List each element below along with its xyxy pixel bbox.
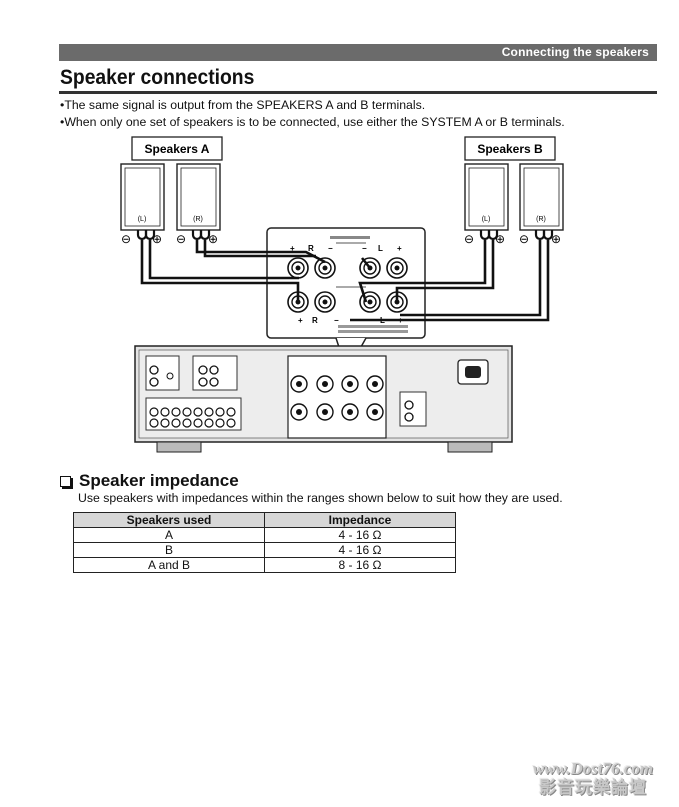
speaker-terminal-symbols: ⊖ ⊕ ⊖ ⊕ ⊖ ⊕ ⊖ ⊕ bbox=[121, 232, 561, 246]
speakers-a-label: Speakers A bbox=[145, 142, 210, 156]
table-cell: 4 - 16 Ω bbox=[264, 542, 456, 558]
plus-terminal-icon: ⊕ bbox=[495, 232, 505, 246]
table-cell: A bbox=[73, 527, 265, 543]
watermark: www.Dost76.com 影音玩樂論壇 bbox=[512, 759, 674, 797]
speaker-b-left: (L) bbox=[464, 163, 509, 231]
impedance-description: Use speakers with impedances within the … bbox=[78, 491, 563, 505]
speakers-b-label-box: Speakers B bbox=[464, 136, 556, 161]
speaker-label: (L) bbox=[482, 216, 491, 223]
table-cell: B bbox=[73, 542, 265, 558]
impedance-table: Speakers used Impedance A 4 - 16 Ω B 4 -… bbox=[73, 512, 456, 573]
minus-terminal-icon: ⊖ bbox=[176, 232, 186, 246]
l-label: L bbox=[378, 244, 383, 253]
speaker-label: (R) bbox=[536, 216, 546, 223]
r-label: R bbox=[308, 244, 314, 253]
bullet-list: The same signal is output from the SPEAK… bbox=[60, 97, 565, 131]
table-cell: A and B bbox=[73, 557, 265, 573]
table-header-row: Speakers used Impedance bbox=[73, 512, 456, 528]
page-title: Speaker connections bbox=[60, 66, 255, 89]
section-label: Connecting the speakers bbox=[501, 45, 649, 59]
speaker-connection-diagram: Speakers A Speakers B (L) (R) (L) (R) ⊖ … bbox=[120, 136, 564, 453]
impedance-heading: Speaker impedance bbox=[60, 471, 239, 491]
minus-terminal-icon: ⊖ bbox=[519, 232, 529, 246]
plus-terminal-icon: ⊕ bbox=[152, 232, 162, 246]
minus-terminal-icon: ⊖ bbox=[121, 232, 131, 246]
amplifier-rear-panel bbox=[134, 345, 513, 453]
speakers-a-label-box: Speakers A bbox=[131, 136, 223, 161]
r-label: R bbox=[312, 316, 318, 325]
speaker-label: (L) bbox=[138, 216, 147, 223]
watermark-text: 影音玩樂論壇 bbox=[539, 778, 647, 797]
speaker-label: (R) bbox=[193, 216, 203, 223]
table-row: A and B 8 - 16 Ω bbox=[73, 557, 456, 573]
plus-sign: + bbox=[298, 316, 303, 325]
impedance-title: Speaker impedance bbox=[79, 471, 239, 490]
table-row: B 4 - 16 Ω bbox=[73, 542, 456, 558]
table-row: A 4 - 16 Ω bbox=[73, 527, 456, 543]
column-header: Impedance bbox=[264, 512, 456, 528]
section-header-bar: Connecting the speakers bbox=[59, 44, 657, 61]
speakers-b-label: Speakers B bbox=[477, 142, 543, 156]
title-divider bbox=[59, 91, 657, 94]
plus-sign: + bbox=[397, 244, 402, 253]
bullet-item: When only one set of speakers is to be c… bbox=[60, 114, 564, 131]
watermark-url: www.Dost76.com bbox=[532, 759, 654, 778]
bullet-item: The same signal is output from the SPEAK… bbox=[60, 97, 565, 114]
table-cell: 8 - 16 Ω bbox=[264, 557, 456, 573]
speaker-wires bbox=[140, 240, 550, 322]
minus-sign: − bbox=[334, 316, 339, 325]
speaker-a-right: (R) bbox=[176, 163, 221, 231]
minus-terminal-icon: ⊖ bbox=[464, 232, 474, 246]
minus-sign: − bbox=[362, 244, 367, 253]
plus-terminal-icon: ⊕ bbox=[551, 232, 561, 246]
plus-sign: + bbox=[290, 244, 295, 253]
speaker-a-left: (L) bbox=[120, 163, 165, 231]
minus-sign: − bbox=[328, 244, 333, 253]
plus-terminal-icon: ⊕ bbox=[208, 232, 218, 246]
column-header: Speakers used bbox=[73, 512, 265, 528]
speaker-b-right: (R) bbox=[519, 163, 564, 231]
table-cell: 4 - 16 Ω bbox=[264, 527, 456, 543]
speaker-wire-hooks bbox=[136, 230, 554, 241]
checkbox-bullet-icon bbox=[60, 475, 71, 487]
